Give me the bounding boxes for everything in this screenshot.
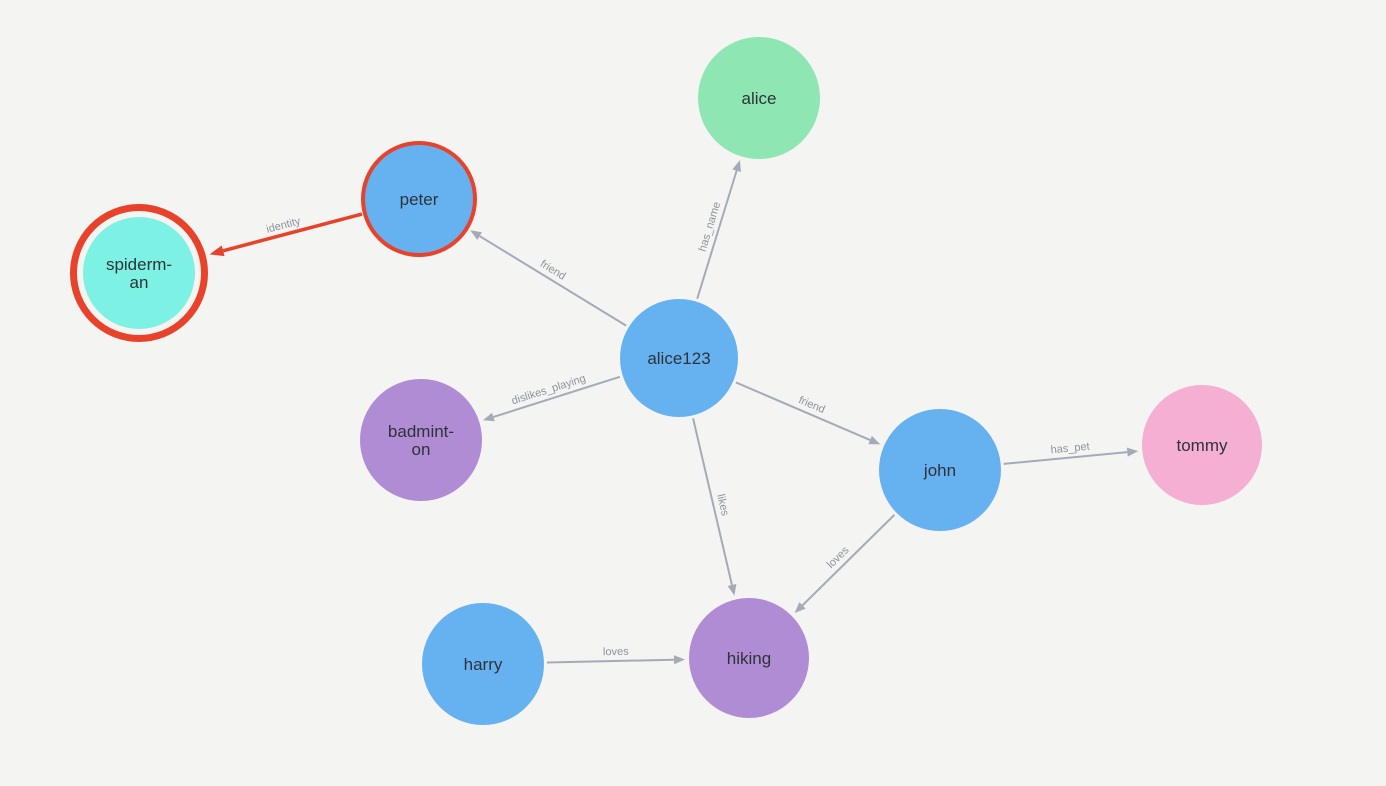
node-circle[interactable] (879, 409, 1001, 531)
arrowhead-icon (868, 435, 881, 445)
arrowhead-icon (482, 412, 495, 422)
graph-edge-loves-john-hiking[interactable]: loves (794, 514, 896, 614)
node-layer: alice peter spiderm-an alice123 badmint-on jo… (70, 37, 1262, 725)
edge-label: has_pet (1050, 441, 1090, 457)
graph-edge-likes-alice123-hiking[interactable]: likes (692, 418, 737, 596)
graph-edge-identity-peter-spiderman[interactable]: identity (209, 212, 363, 257)
graph-edge-loves-harry-hiking[interactable]: loves (546, 646, 686, 665)
edge-line[interactable] (801, 514, 896, 607)
edge-line[interactable] (735, 381, 871, 441)
edge-line[interactable] (692, 418, 733, 586)
node-circle[interactable] (360, 379, 482, 501)
arrowhead-icon (209, 245, 225, 257)
edge-label: likes (714, 493, 731, 518)
edge-line[interactable] (546, 658, 675, 664)
graph-node-hiking[interactable]: hiking (689, 598, 809, 718)
edge-line[interactable] (1003, 451, 1128, 465)
arrowhead-icon (794, 602, 806, 614)
node-circle[interactable] (422, 603, 544, 725)
graph-node-alice123[interactable]: alice123 (620, 299, 738, 417)
graph-node-badminton[interactable]: badmint-on (360, 379, 482, 501)
graph-node-harry[interactable]: harry (422, 603, 544, 725)
node-circle[interactable] (620, 299, 738, 417)
graph-node-alice[interactable]: alice (698, 37, 820, 159)
graph-edge-has_pet-john-tommy[interactable]: has_pet (1003, 441, 1139, 465)
graph-node-tommy[interactable]: tommy (1142, 385, 1262, 505)
highlight-ring (70, 204, 208, 342)
node-circle[interactable] (698, 37, 820, 159)
edge-label: friend (797, 394, 827, 416)
edge-label: loves (825, 544, 852, 571)
arrowhead-icon (727, 583, 737, 596)
graph-edge-friend-alice123-peter[interactable]: friend (470, 230, 627, 327)
graph-edge-friend-alice123-john[interactable]: friend (735, 381, 881, 445)
edge-line[interactable] (696, 170, 738, 300)
edge-line[interactable] (493, 375, 621, 418)
arrowhead-icon (732, 160, 741, 172)
graph-node-john[interactable]: john (879, 409, 1001, 531)
arrowhead-icon (1126, 447, 1139, 457)
node-circle[interactable] (361, 141, 477, 257)
arrowhead-icon (470, 230, 482, 240)
graph-node-peter[interactable]: peter (361, 141, 477, 257)
graph-node-spiderman[interactable]: spiderm-an (70, 204, 208, 342)
graph-edge-dislikes_playing-alice123-badminton[interactable]: dislikes_playing (482, 373, 621, 422)
edge-label: loves (603, 646, 629, 659)
edge-label: friend (538, 258, 568, 283)
node-circle[interactable] (83, 217, 195, 329)
node-circle[interactable] (1142, 385, 1262, 505)
arrowhead-icon (673, 655, 686, 665)
edge-line[interactable] (222, 212, 363, 253)
node-circle[interactable] (689, 598, 809, 718)
edge-line[interactable] (479, 235, 627, 327)
graph-edge-has_name-alice123-alice[interactable]: has_name (696, 160, 741, 300)
